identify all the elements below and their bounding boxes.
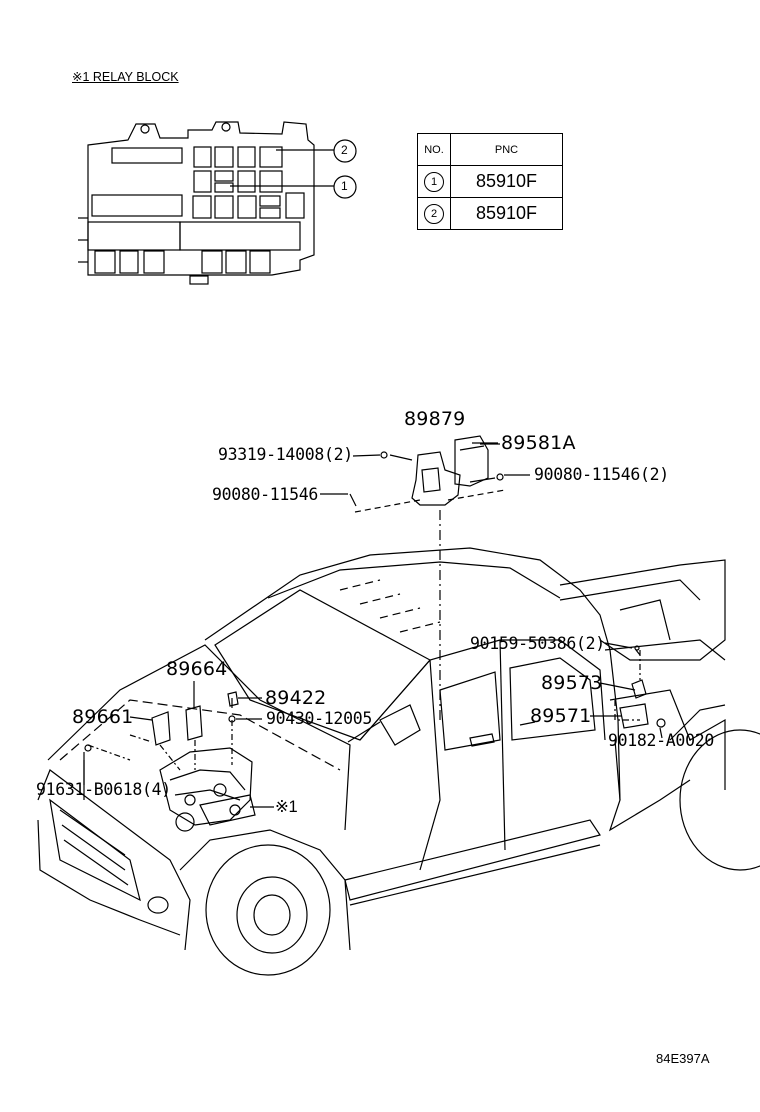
pnc-header-no: NO. bbox=[417, 133, 451, 166]
bed-parts-drawing bbox=[619, 645, 666, 729]
pnc-table-row: 2 85910F bbox=[417, 197, 563, 230]
leader-lines bbox=[83, 442, 663, 808]
pnc-table-row: 1 85910F bbox=[417, 165, 563, 198]
row-number-circle: 1 bbox=[424, 171, 444, 192]
part-label-91631-B0618: 91631-B0618(4) bbox=[36, 780, 171, 799]
ecu-bracket-drawing bbox=[349, 435, 506, 720]
relay-block-title: ※1 RELAY BLOCK bbox=[72, 70, 179, 84]
diagram-code: 84E397A bbox=[656, 1051, 710, 1066]
relay-block-reference: ※1 bbox=[275, 798, 298, 816]
truck-drawing bbox=[37, 547, 760, 976]
pnc-value: 85910F bbox=[450, 197, 563, 230]
pnc-table-header-row: NO. PNC bbox=[417, 133, 563, 166]
pnc-table: NO. PNC 1 85910F 2 85910F bbox=[417, 133, 563, 230]
pnc-value: 85910F bbox=[450, 165, 563, 198]
part-label-89422: 89422 bbox=[265, 687, 327, 709]
part-label-90182-A0020: 90182-A0020 bbox=[608, 731, 714, 750]
part-label-89664: 89664 bbox=[166, 658, 228, 680]
part-label-90080-11546: 90080-11546 bbox=[212, 485, 318, 504]
part-label-89571: 89571 bbox=[530, 705, 592, 727]
pnc-header-pnc: PNC bbox=[450, 133, 563, 166]
part-label-89879: 89879 bbox=[404, 408, 466, 430]
part-label-90159-50386: 90159-50386(2) bbox=[470, 634, 605, 653]
callout-2: 2 bbox=[341, 143, 348, 157]
part-label-90430-12005: 90430-12005 bbox=[266, 709, 372, 728]
relay-block-drawing bbox=[78, 121, 357, 285]
part-label-89573: 89573 bbox=[541, 672, 603, 694]
part-label-90080-11546-2: 90080-11546(2) bbox=[534, 465, 669, 484]
part-label-89661: 89661 bbox=[72, 706, 134, 728]
callout-1: 1 bbox=[341, 179, 348, 193]
part-label-93319-14008: 93319-14008(2) bbox=[218, 445, 353, 464]
part-label-89581A: 89581A bbox=[501, 432, 576, 454]
hood-parts-drawing bbox=[83, 691, 239, 800]
row-number-circle: 2 bbox=[424, 203, 444, 224]
